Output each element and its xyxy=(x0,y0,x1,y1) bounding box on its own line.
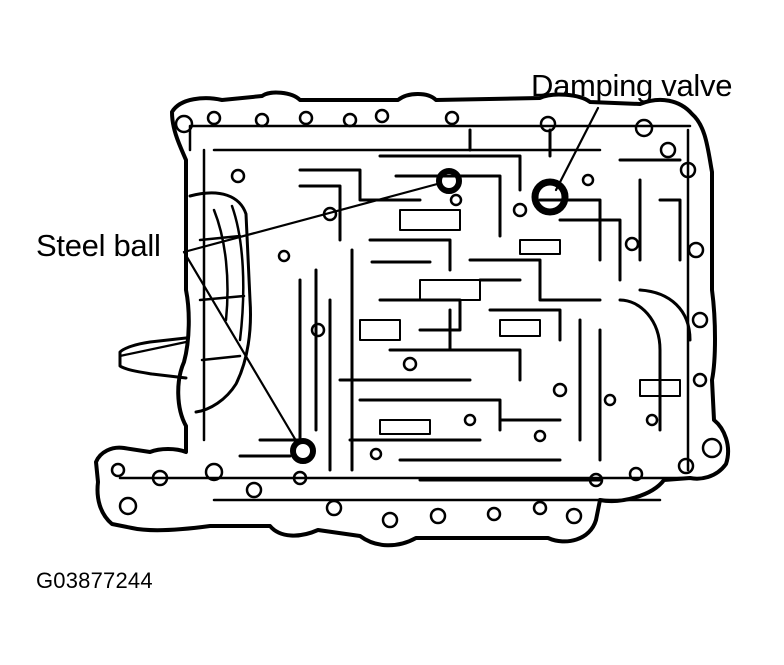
valve-body-inner-border xyxy=(118,124,692,502)
damping-valve-part xyxy=(531,178,569,216)
leader-lines xyxy=(118,106,600,446)
bolt-holes xyxy=(110,108,723,529)
left-protrusion xyxy=(118,336,188,380)
left-housing-ridges xyxy=(198,204,246,362)
damping-valve-label: Damping valve xyxy=(531,68,733,103)
steel-ball-upper xyxy=(436,168,462,194)
fluid-passages xyxy=(238,128,692,482)
steel-ball-leader-lower xyxy=(182,250,300,446)
steel-ball-lower xyxy=(290,438,316,464)
steel-ball-leader-upper xyxy=(182,181,443,254)
left-housing xyxy=(188,191,252,414)
damping-valve-leader xyxy=(554,106,600,192)
valve-body-outline xyxy=(94,90,731,548)
figure-code: G03877244 xyxy=(36,568,153,593)
protrusion-leader xyxy=(118,340,188,358)
steel-ball-label: Steel ball xyxy=(36,228,161,263)
passage-details xyxy=(359,209,681,435)
